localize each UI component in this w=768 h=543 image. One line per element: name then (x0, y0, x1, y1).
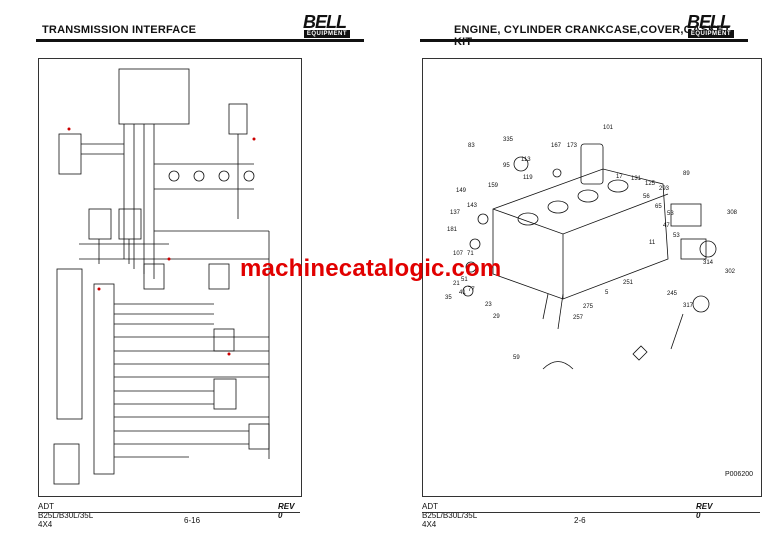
logo-sub: EQUIPMENT (303, 30, 350, 38)
part-number-label: 275 (583, 304, 594, 310)
part-number-label: 35 (445, 295, 452, 301)
part-number-label: 41 (459, 290, 466, 296)
part-number-label: 257 (573, 315, 584, 321)
left-page: TRANSMISSION INTERFACE BELL EQUIPMENT (36, 12, 364, 529)
part-number-label: 65 (655, 204, 662, 210)
logo-text: BELL (687, 12, 731, 32)
part-number-label: 251 (623, 280, 634, 286)
rev-label: REV 0 (278, 502, 295, 520)
wiring-diagram-svg (53, 68, 270, 485)
part-number-label: 101 (603, 125, 614, 131)
part-number-label: 173 (567, 143, 578, 149)
part-number-label: 56 (643, 194, 650, 200)
wiring-diagram (38, 58, 302, 497)
logo-text: BELL (303, 12, 347, 32)
part-number-label: 83 (468, 143, 475, 149)
part-number-label: 17 (616, 174, 623, 180)
model-label: ADT B25L/B30L/35L 4X4 (38, 502, 93, 529)
part-number-label: 149 (456, 188, 467, 194)
part-number-label: 314 (703, 260, 714, 266)
part-number-label: 308 (727, 210, 738, 216)
page-title: TRANSMISSION INTERFACE (42, 24, 197, 36)
part-number-label: 5 (605, 290, 609, 296)
part-number-label: 137 (450, 210, 461, 216)
part-number-label: 107 (453, 251, 464, 257)
footer-rule (422, 512, 760, 513)
part-number-label: 53 (667, 211, 674, 217)
part-number-label: 181 (447, 227, 458, 233)
part-number-label: 159 (488, 183, 499, 189)
part-number-label: 89 (683, 171, 690, 177)
watermark: machinecatalogic.com (240, 255, 502, 282)
part-number-label: 245 (667, 291, 678, 297)
header-rule (420, 39, 748, 42)
part-number-label: 21 (453, 281, 460, 287)
header-rule (36, 39, 364, 42)
right-header: ENGINE, CYLINDER CRANKCASE,COVER,GASKET … (420, 12, 748, 48)
part-number-label: 293 (659, 186, 670, 192)
part-number-label: 47 (663, 223, 670, 229)
part-number-label: 51 (461, 277, 468, 283)
part-number-label: 119 (523, 175, 533, 181)
part-number-label: 302 (725, 269, 736, 275)
part-number-label: 113 (521, 157, 531, 163)
right-page: ENGINE, CYLINDER CRANKCASE,COVER,GASKET … (384, 0, 768, 543)
part-number-label: 317 (683, 303, 694, 309)
bell-logo: BELL EQUIPMENT (288, 12, 350, 38)
part-number-label: 59 (513, 355, 520, 361)
part-number-label: 95 (503, 163, 510, 169)
page-number: 2-6 (574, 516, 586, 525)
part-number-label: 77 (468, 287, 475, 293)
part-number-label: 131 (631, 176, 642, 182)
part-number-label: 11 (649, 240, 656, 246)
part-number-label: 29 (493, 314, 500, 320)
bell-logo: BELL EQUIPMENT (672, 12, 734, 38)
part-number-label: 23 (485, 302, 492, 308)
part-number-label: 335 (503, 137, 514, 143)
part-number-label: 53 (673, 233, 680, 239)
page-number: 6-16 (184, 516, 201, 525)
part-number-label: 71 (467, 251, 474, 257)
rev-label: REV 0 (696, 502, 713, 520)
model-label: ADT B25L/B30L/35L 4X4 (422, 502, 477, 529)
logo-sub: EQUIPMENT (687, 30, 734, 38)
part-number-label: 125 (645, 181, 656, 187)
part-number-label: 167 (551, 143, 562, 149)
drawing-code: P006200 (724, 471, 753, 478)
footer-rule (38, 512, 300, 513)
part-number-label: 143 (467, 203, 478, 209)
left-header: TRANSMISSION INTERFACE BELL EQUIPMENT (36, 12, 364, 42)
